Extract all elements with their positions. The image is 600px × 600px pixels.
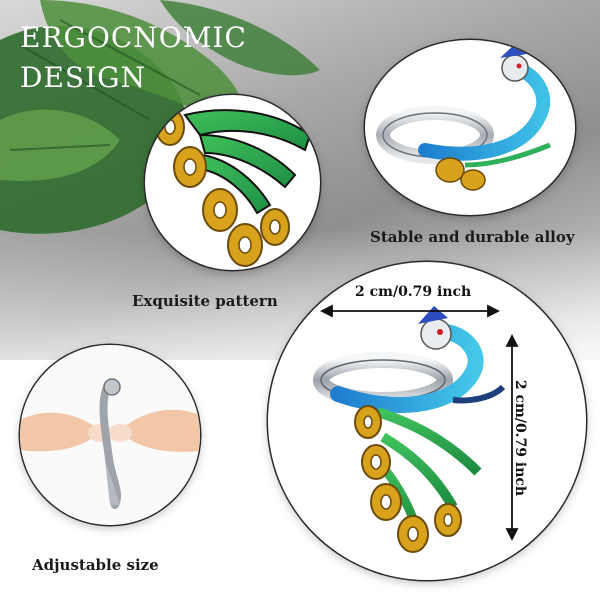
caption-size: Adjustable size: [32, 556, 159, 574]
ring-side-image: [376, 44, 551, 191]
pattern-closeup-circle: [145, 95, 320, 270]
ring-dimensions-circle: [268, 262, 586, 580]
headline-line-2: DESIGN: [20, 61, 146, 94]
ring-main-image: [313, 306, 506, 553]
headline-line-1: ERGOCNOMIC: [20, 21, 247, 54]
height-dimension-label: 2 cm/0.79 inch: [512, 379, 528, 497]
caption-alloy: Stable and durable alloy: [370, 228, 575, 246]
alloy-closeup-circle: [365, 40, 575, 215]
width-dimension-label: 2 cm/0.79 inch: [355, 284, 472, 300]
adjustable-size-circle: [20, 345, 200, 525]
monstera-leaf-image: [0, 0, 320, 234]
fingers-adjusting-ring-image: [20, 345, 200, 525]
headline: ERGOCNOMIC DESIGN: [20, 18, 247, 98]
feather-pattern-image: [155, 108, 312, 267]
caption-pattern: Exquisite pattern: [132, 292, 278, 310]
